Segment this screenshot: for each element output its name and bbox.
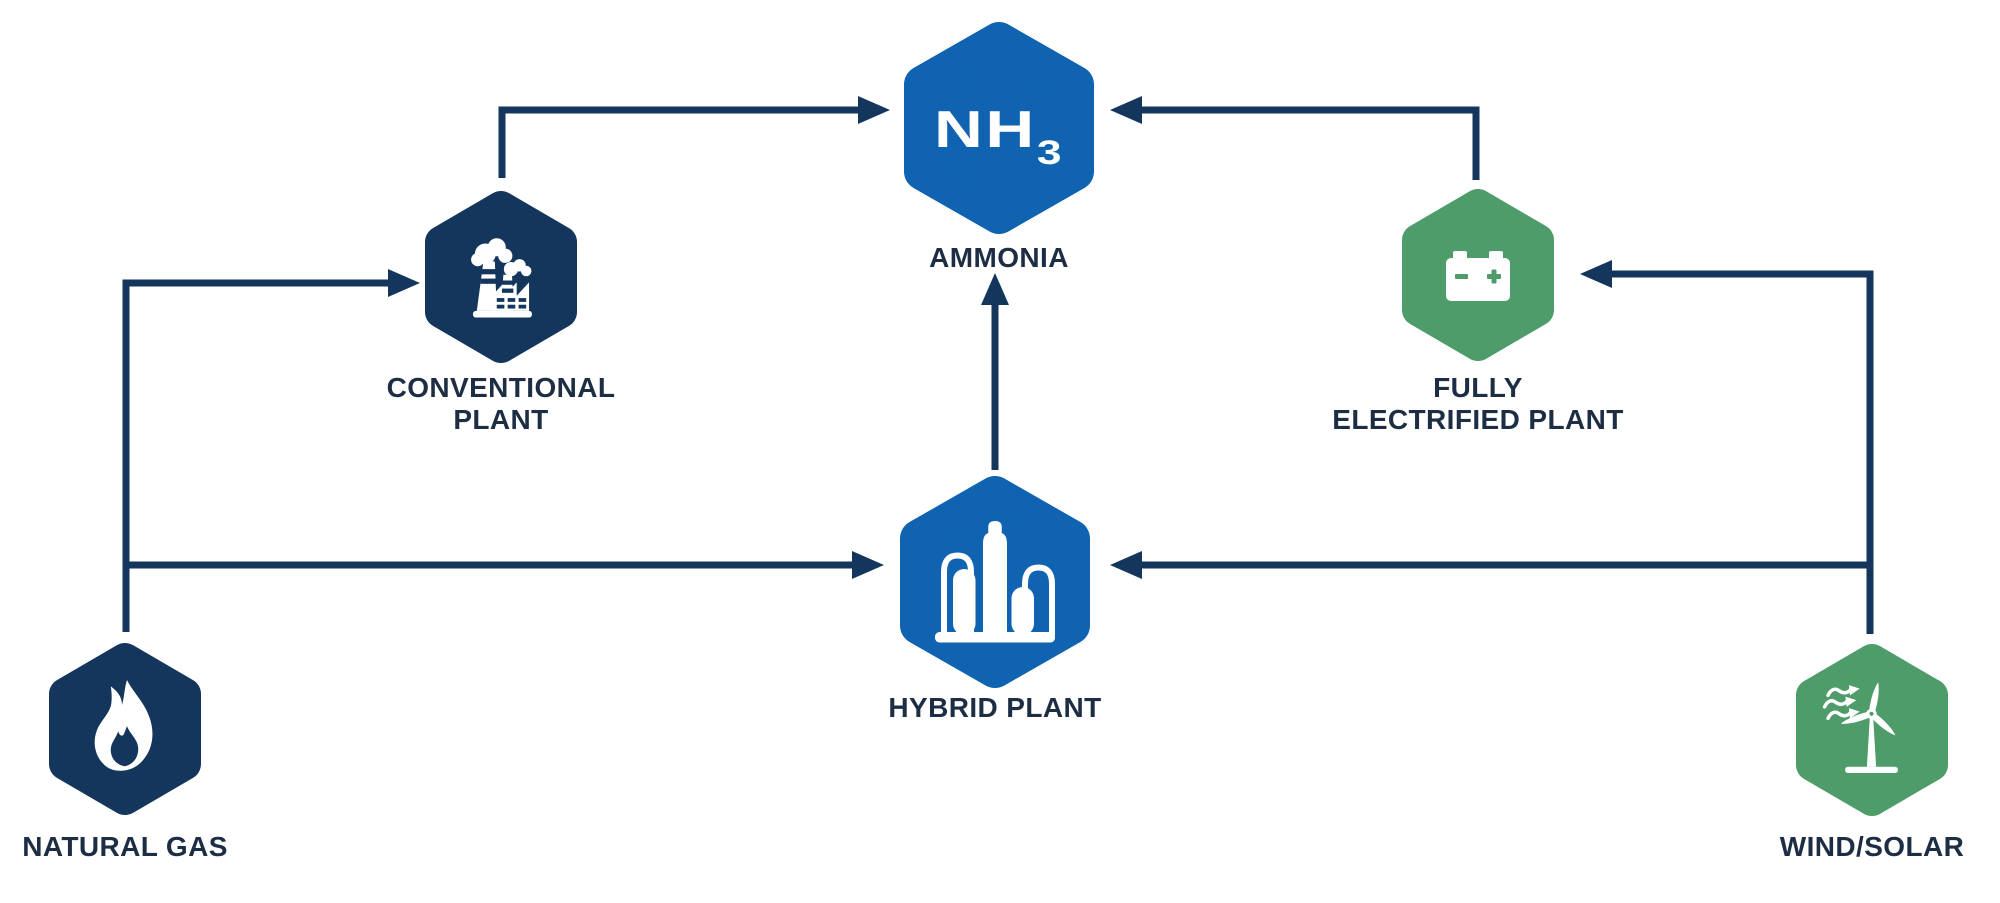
arrow-fully-electrified-plant-to-ammonia (1110, 96, 1480, 180)
conventional-plant-label-line2: PLANT (453, 404, 548, 435)
ammonia-hexagon (904, 22, 1094, 234)
node-ammonia: NH3 AMMONIA (904, 22, 1094, 273)
arrow-wind-solar-to-hybrid-plant (1110, 551, 1870, 579)
arrow-wind-solar-to-fully-electrified-plant (1580, 260, 1874, 634)
fully-electrified-plant-label-line2: ELECTRIFIED PLANT (1332, 404, 1623, 435)
conventional-plant-hexagon (425, 191, 577, 363)
conventional-plant-label-line1: CONVENTIONAL (387, 372, 616, 403)
wind-solar-label: WIND/SOLAR (1780, 831, 1964, 862)
arrow-natural-gas-to-conventional-plant (122, 269, 420, 632)
battery-icon (1446, 251, 1510, 301)
hybrid-plant-label: HYBRID PLANT (888, 692, 1101, 723)
refinery-columns-icon (935, 521, 1055, 643)
nh3-formula: NH3 (934, 100, 1064, 172)
arrow-natural-gas-to-hybrid-plant (126, 551, 884, 579)
node-wind-solar: WIND/SOLAR (1780, 644, 1964, 862)
node-conventional-plant: CONVENTIONAL PLANT (387, 191, 616, 435)
wind-turbine-icon (1822, 682, 1898, 774)
factory-icon (471, 238, 532, 318)
connectors (122, 96, 1874, 634)
arrow-conventional-plant-to-ammonia (498, 96, 890, 178)
arrow-hybrid-plant-to-ammonia (981, 273, 1009, 470)
node-natural-gas: NATURAL GAS (22, 643, 228, 862)
fully-electrified-plant-label-line1: FULLY (1433, 372, 1523, 403)
flame-icon (94, 680, 153, 771)
natural-gas-label: NATURAL GAS (22, 831, 228, 862)
node-fully-electrified-plant: FULLY ELECTRIFIED PLANT (1332, 189, 1623, 435)
ammonia-label: AMMONIA (929, 242, 1069, 273)
node-hybrid-plant: HYBRID PLANT (888, 476, 1101, 723)
